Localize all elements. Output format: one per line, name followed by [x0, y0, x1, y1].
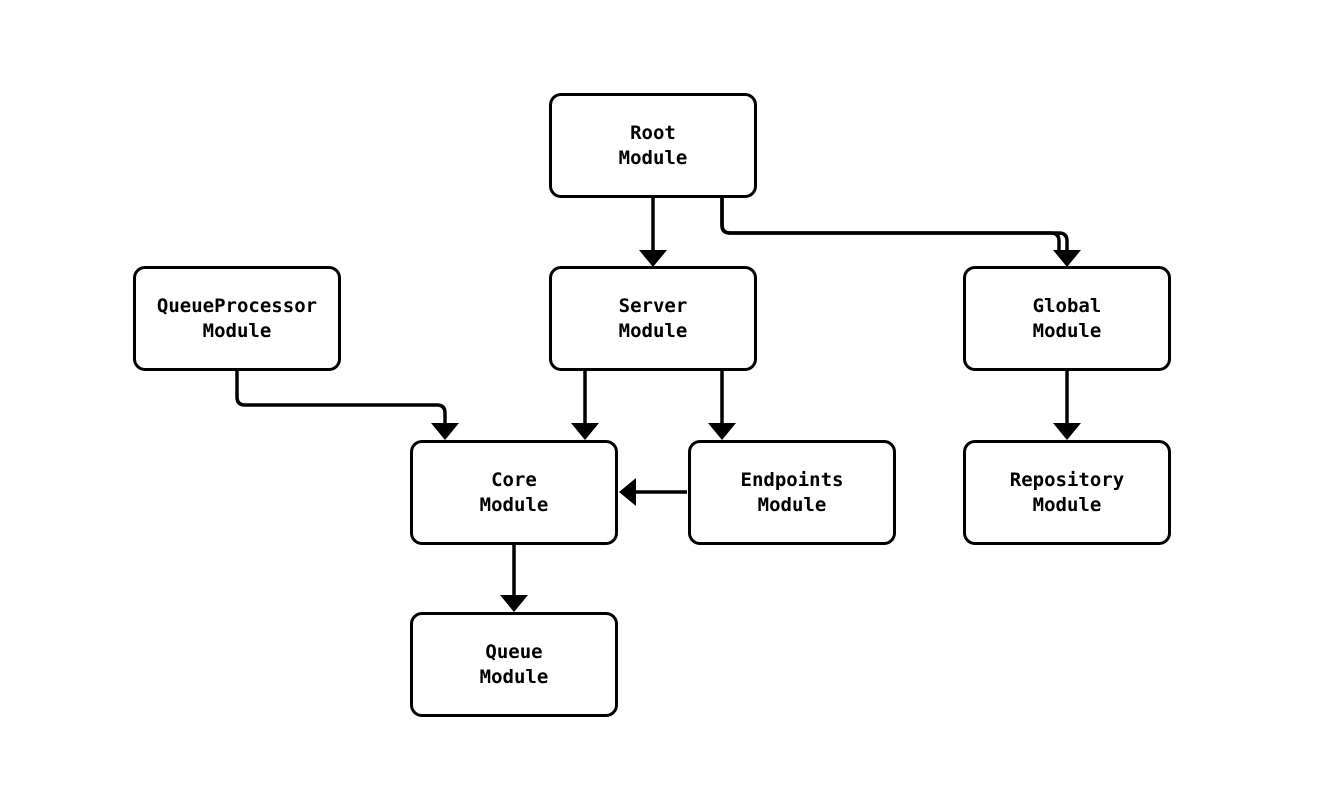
node-label-line: Server — [618, 295, 688, 317]
edge-queueprocessor-to-core — [235, 371, 459, 440]
node-label-line: Queue — [485, 641, 543, 663]
edge-root-to-server — [639, 198, 667, 267]
node-label-line: QueueProcessor — [156, 295, 318, 317]
edge-root-to-global — [720, 198, 1081, 267]
node-label-line: Module — [1032, 320, 1102, 342]
node-label-line: Endpoints — [740, 469, 844, 491]
node-repository-module: Repository Module — [963, 440, 1171, 545]
edge-global-to-repository — [1053, 371, 1081, 440]
node-label-line: Core — [491, 469, 537, 491]
node-label-line: Module — [1032, 494, 1102, 516]
node-label-line: Module — [202, 320, 272, 342]
edge-server-to-core — [571, 371, 599, 440]
node-label-line: Module — [618, 147, 688, 169]
node-label-line: Repository — [1009, 469, 1125, 491]
node-label-line: Module — [618, 320, 688, 342]
node-label-line: Module — [479, 494, 549, 516]
node-root-module: Root Module — [549, 93, 757, 198]
edge-server-to-endpoints — [708, 371, 736, 440]
node-queue-module: Queue Module — [410, 612, 618, 717]
node-label-line: Module — [479, 666, 549, 688]
node-endpoints-module: Endpoints Module — [688, 440, 896, 545]
node-global-module: Global Module — [963, 266, 1171, 371]
node-core-module: Core Module — [410, 440, 618, 545]
edge-core-to-queue — [500, 545, 528, 612]
node-server-module: Server Module — [549, 266, 757, 371]
node-label-line: Global — [1032, 295, 1102, 317]
node-label-line: Root — [630, 122, 676, 144]
edge-endpoints-to-core — [619, 478, 687, 506]
node-queueprocessor-module: QueueProcessor Module — [133, 266, 341, 371]
node-label-line: Module — [757, 494, 827, 516]
